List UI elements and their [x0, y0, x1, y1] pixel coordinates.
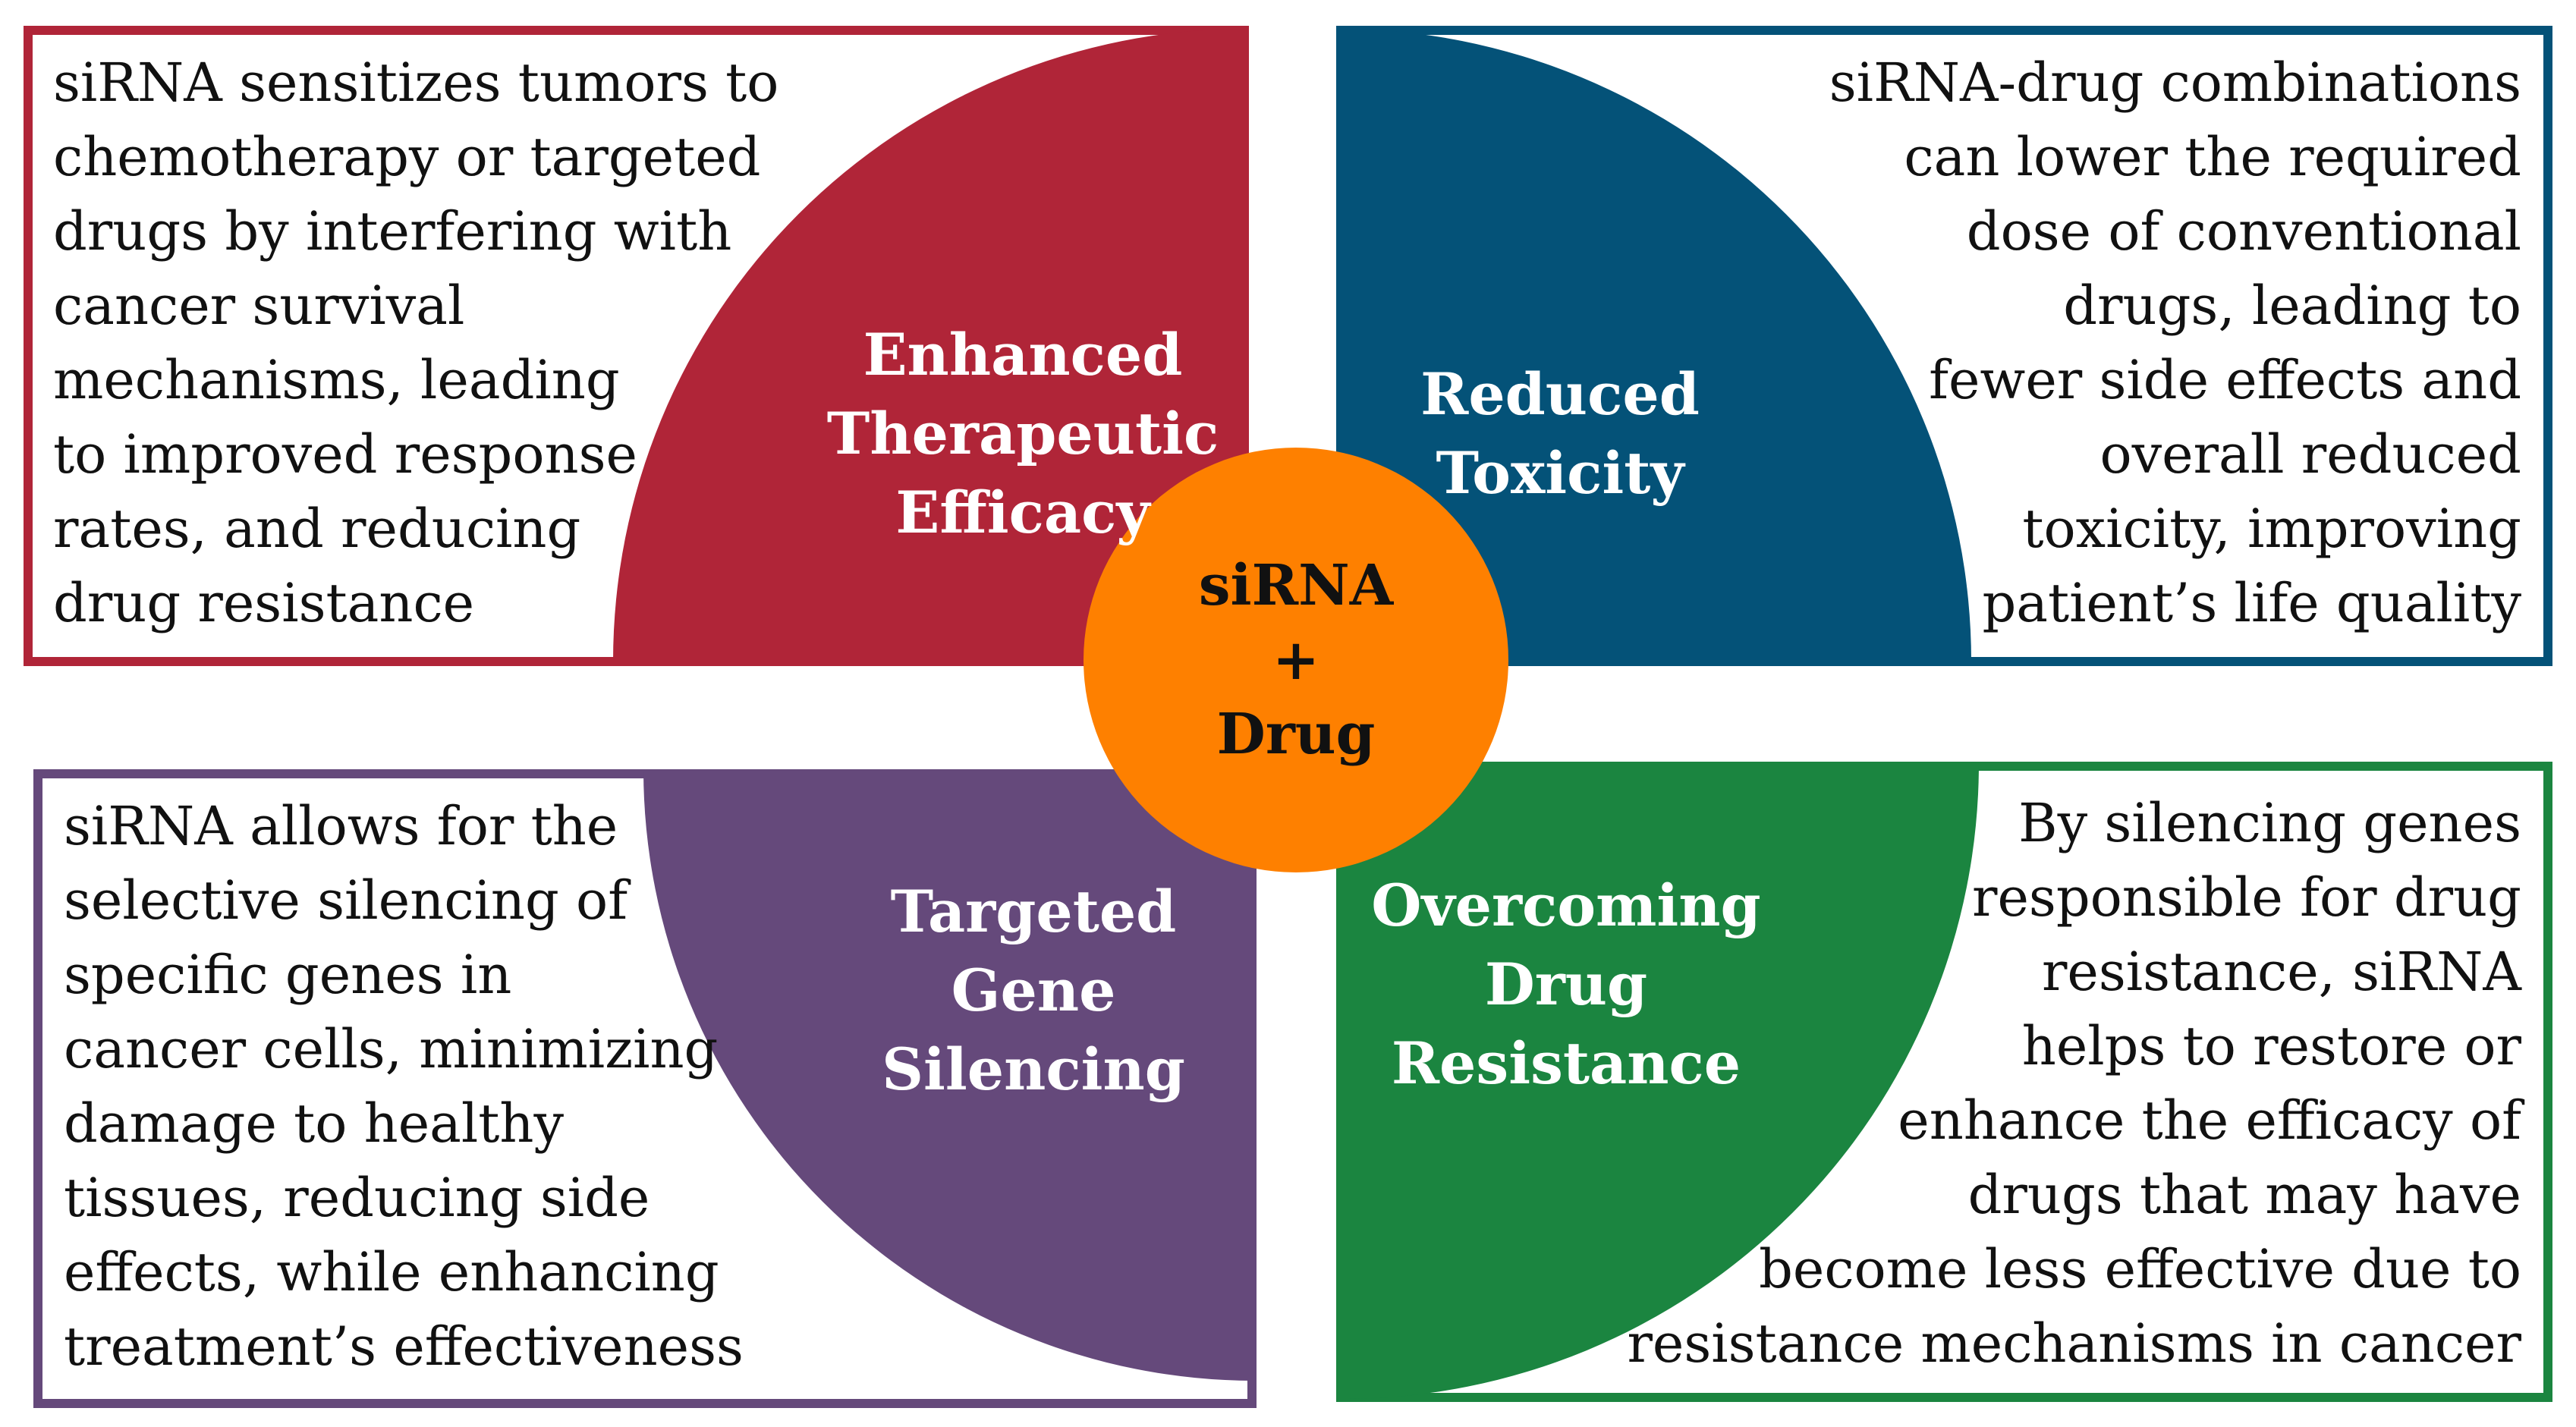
text-line: Silencing — [882, 1036, 1185, 1103]
text-line: Toxicity — [1436, 439, 1684, 507]
text-line: chemotherapy or targeted — [53, 126, 761, 188]
text-line: Efficacy — [895, 479, 1150, 546]
wedge-reduced-toxicity — [1338, 29, 1971, 662]
text-line: Drug — [1484, 951, 1648, 1018]
center-label: siRNA + Drug — [1099, 548, 1493, 772]
text-line: selective silencing of — [64, 869, 628, 932]
text-line: responsible for drug — [1972, 866, 2521, 929]
text-line: to improved response — [53, 423, 637, 486]
text-line: dose of conventional — [1966, 200, 2521, 262]
text-line: drugs by interfering with — [53, 200, 732, 262]
text-line: siRNA-drug combinations — [1829, 52, 2521, 114]
text-line: tissues, reducing side — [64, 1167, 650, 1229]
wedge-overcoming-resistance — [1338, 763, 1979, 1399]
desc-targeted-silencing: siRNA allows for the selective silencing … — [64, 789, 744, 1384]
text-line: drugs that may have — [1967, 1164, 2521, 1226]
text-line: Overcoming — [1371, 872, 1761, 939]
text-line: resistance mechanisms in cancer — [1627, 1312, 2521, 1375]
desc-enhanced-efficacy: siRNA sensitizes tumors to chemotherapy o… — [53, 46, 778, 640]
text-line: rates, and reducing — [53, 498, 581, 560]
text-line: overall reduced — [2099, 423, 2521, 486]
text-line: Resistance — [1391, 1029, 1741, 1097]
text-line: effects, while enhancing — [64, 1241, 719, 1303]
text-line: Therapeutic — [826, 400, 1219, 467]
text-line: become less effective due to — [1759, 1238, 2521, 1300]
text-line: siRNA — [1198, 553, 1394, 618]
text-line: drugs, leading to — [2063, 275, 2521, 337]
text-line: Enhanced — [863, 321, 1183, 388]
text-line: By silencing genes — [2018, 792, 2521, 854]
center-circle — [1084, 448, 1508, 872]
text-line: damage to healthy — [64, 1092, 565, 1155]
text-line: helps to restore or — [2021, 1015, 2521, 1077]
text-line: enhance the efficacy of — [1898, 1089, 2521, 1152]
text-line: mechanisms, leading — [53, 349, 620, 411]
text-line: resistance, siRNA — [2041, 941, 2521, 1003]
desc-overcoming-resistance: By silencing genes responsible for drug re… — [1627, 786, 2521, 1381]
text-line: + — [1272, 627, 1319, 693]
desc-reduced-toxicity: siRNA-drug combinations can lower the req… — [1829, 46, 2521, 640]
text-line: treatment’s effectiveness — [64, 1315, 744, 1378]
text-line: Reduced — [1420, 360, 1700, 428]
text-line: fewer side effects and — [1929, 349, 2521, 411]
text-line: cancer cells, minimizing — [64, 1018, 719, 1080]
text-line: Drug — [1216, 702, 1376, 767]
wedge-enhanced-efficacy — [613, 29, 1246, 662]
text-line: toxicity, improving — [2022, 498, 2521, 560]
text-line: siRNA sensitizes tumors to — [53, 52, 779, 114]
text-line: cancer survival — [53, 275, 465, 337]
text-line: Gene — [951, 957, 1116, 1024]
text-line: can lower the required — [1904, 126, 2521, 188]
text-line: patient’s life quality — [1982, 572, 2521, 634]
text-line: Targeted — [890, 878, 1177, 945]
wedge-targeted-silencing — [643, 769, 1255, 1381]
text-line: siRNA allows for the — [64, 795, 618, 857]
text-line: specific genes in — [64, 944, 512, 1006]
text-line: drug resistance — [53, 572, 475, 634]
